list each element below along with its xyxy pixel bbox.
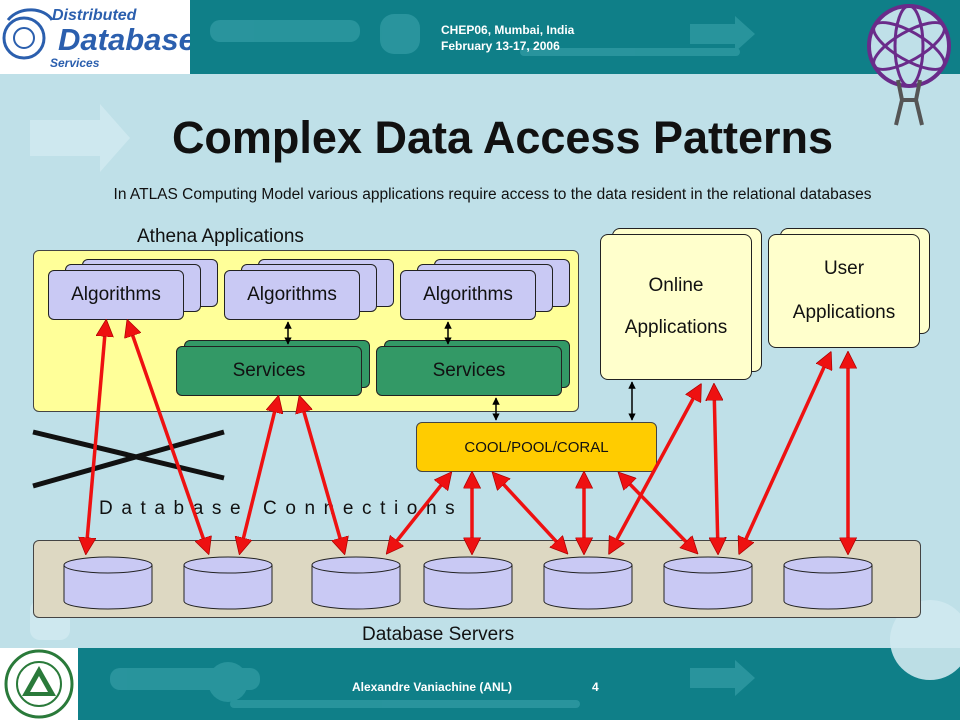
database-servers-label: Database Servers [362,624,515,645]
db-connection-arrow-3 [240,398,278,552]
algorithms-box-3: Algorithms [400,270,536,320]
db-connection-arrow-12 [740,354,830,552]
online-applications-box: Online Applications [600,234,752,380]
algorithms-box-2: Algorithms [224,270,360,320]
argonne-laboratory-logo [0,648,78,720]
conference-dates: February 13-17, 2006 [441,39,560,53]
user-applications-box: User Applications [768,234,920,348]
db-connection-arrow-2 [128,322,208,552]
svg-text:Distributed: Distributed [52,7,138,24]
db-connection-arrow-1 [86,322,106,552]
algorithms-box-1: Algorithms [48,270,184,320]
db-connection-arrow-4 [300,398,344,552]
slide-title: Complex Data Access Patterns [171,112,834,163]
conference-name: CHEP06, Mumbai, India [441,23,575,37]
footer-author: Alexandre Vaniachine (ANL) [352,680,513,694]
slide-subtitle: In ATLAS Computing Model various applica… [113,186,872,203]
db-connection-arrow-5 [388,474,450,552]
user-applications-line2: Applications [792,302,896,323]
user-applications-line1: User [823,258,865,279]
distributed-database-services-logo: Distributed Database Services [0,0,190,74]
db-connection-arrow-11 [714,386,718,552]
atlas-logo [858,0,960,128]
db-connection-arrow-10 [610,386,700,552]
athena-applications-label: Athena Applications [137,226,304,247]
online-applications-line2: Applications [624,317,728,338]
page-number: 4 [592,680,599,694]
svg-text:Services: Services [50,56,100,70]
online-applications-line1: Online [648,275,704,296]
services-box-2: Services [376,346,562,396]
db-connection-arrow-7 [494,474,566,552]
svg-text:Database: Database [58,22,190,57]
